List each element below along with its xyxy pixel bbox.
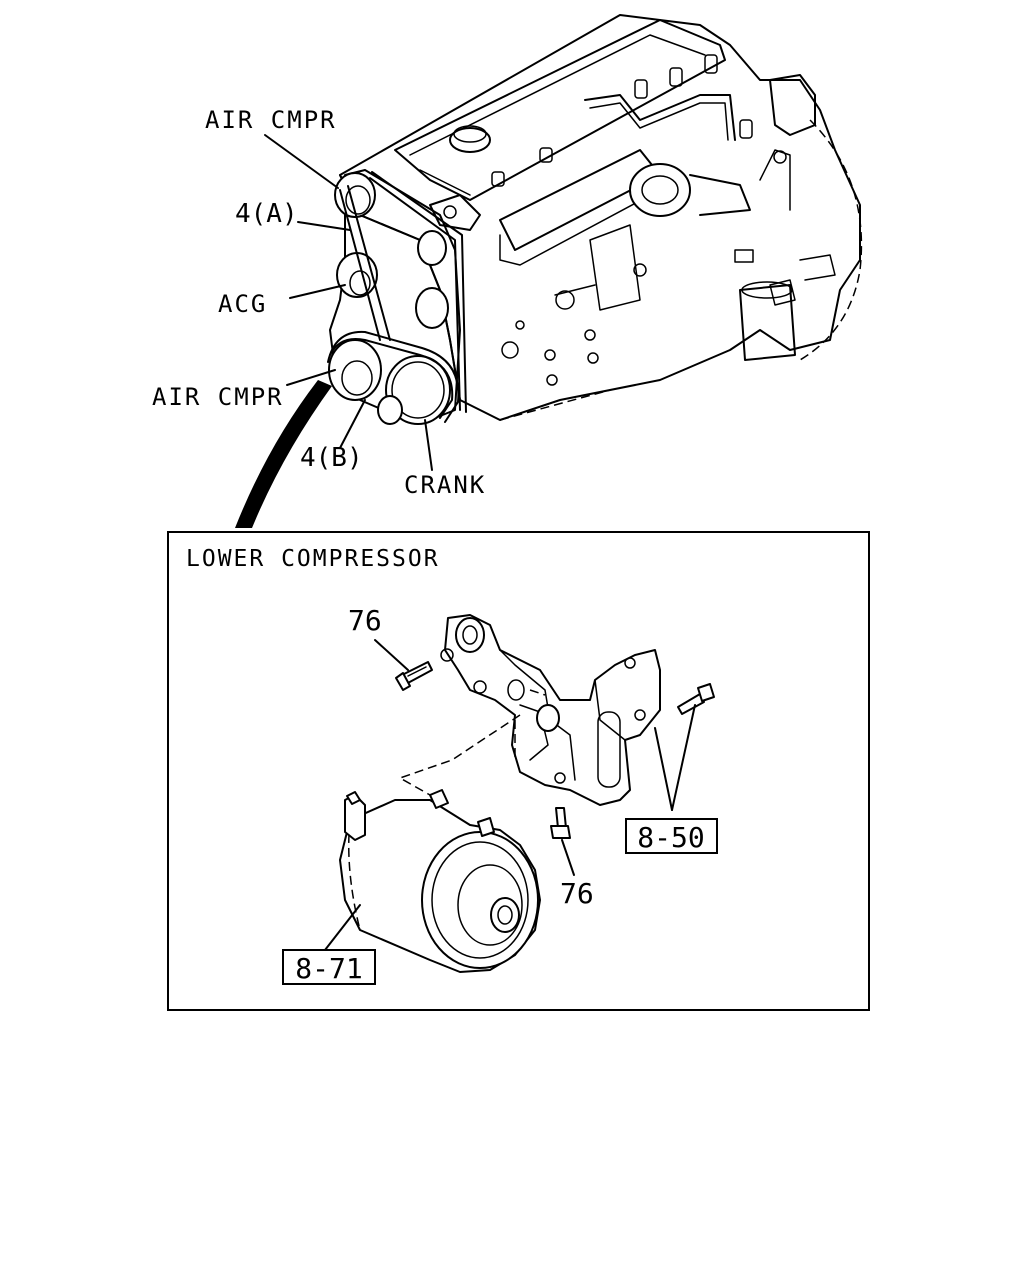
detail-leader-lines: [324, 639, 696, 951]
air-compressor-unit: [339, 789, 541, 973]
bolt-76-upper-label: 76: [348, 604, 382, 637]
compressor-bracket: [440, 614, 661, 806]
bolt-bracket-right: [677, 683, 715, 715]
air-cmpr-upper-label: AIR CMPR: [205, 106, 337, 134]
belt-b-label: 4(B): [300, 443, 363, 473]
ref-8-71-label: 8-71: [295, 952, 362, 985]
detail-title: LOWER COMPRESSOR: [186, 546, 440, 572]
acg-label: ACG: [218, 290, 267, 318]
belt-a: [339, 171, 467, 413]
bolt-76-upper: [395, 661, 433, 691]
ref-8-50-box: 8-50: [625, 818, 718, 854]
bolt-76-lower-label: 76: [560, 877, 594, 910]
ref-8-50-label: 8-50: [637, 821, 704, 854]
detail-callout-pointer: [235, 380, 332, 528]
belt-b: [327, 330, 460, 423]
crank-label: CRANK: [404, 471, 486, 499]
ref-8-71-box: 8-71: [282, 949, 376, 985]
engine-leader-lines: [264, 134, 433, 471]
belt-a-label: 4(A): [235, 199, 298, 229]
air-compressor-lower-pulley: [328, 339, 382, 401]
acg-pulley: [336, 230, 449, 329]
engine-assembly: [235, 14, 863, 528]
air-cmpr-lower-label: AIR CMPR: [152, 383, 284, 411]
bolt-76-lower: [550, 807, 571, 839]
crank-pulley: [377, 355, 451, 425]
